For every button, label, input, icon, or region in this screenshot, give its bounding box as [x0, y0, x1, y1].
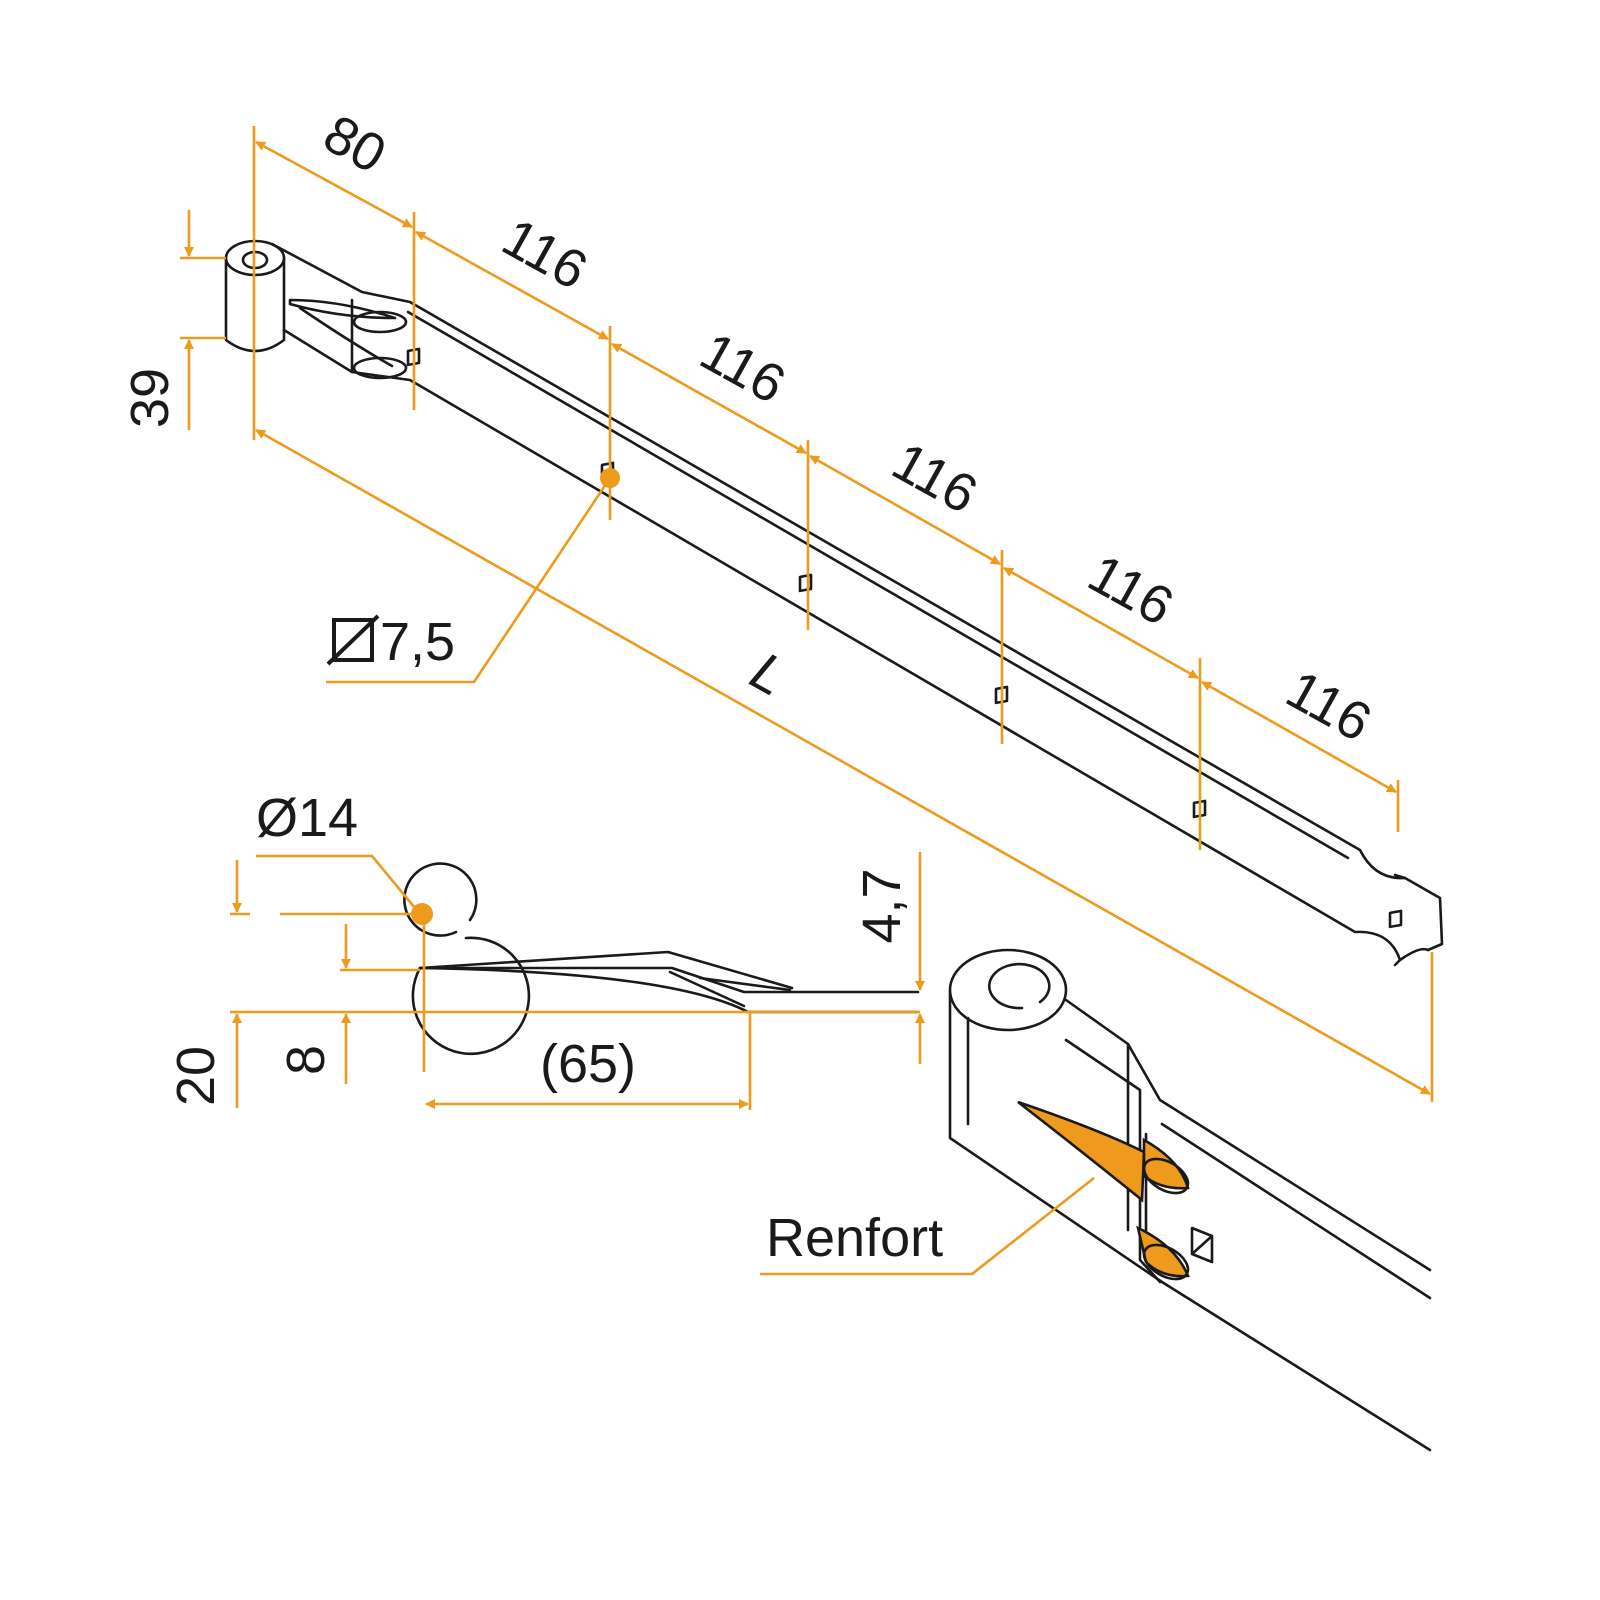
dim-line-length: [255, 428, 1431, 1096]
renfort-shape-main: [1017, 1100, 1146, 1203]
renfort-lobe-detail-b: [1142, 1243, 1190, 1281]
square-symbol-icon: [326, 614, 380, 666]
renfort-detail: Renfort: [760, 948, 1432, 1452]
renfort-leader: [760, 1176, 1095, 1276]
pivot-center-dot: [411, 903, 433, 925]
label-80: 80: [314, 103, 396, 185]
profile-curl-inner: [403, 862, 478, 937]
detail-square-hole: [1190, 1226, 1214, 1264]
renfort-rib-upper: [288, 298, 397, 320]
detail-barrel: [948, 990, 1432, 1452]
hole-6: [1388, 909, 1403, 929]
label-offset-47: 4,7: [852, 868, 912, 943]
renfort-lobe-detail-a: [1142, 1157, 1190, 1195]
renfort-shape-lower: [1136, 1225, 1190, 1278]
side-profile-dimensions: Ø14 4,7 20 8 (65): [166, 788, 925, 1110]
detail-barrel-side: [966, 998, 1432, 1272]
hole-3: [798, 573, 813, 593]
label-pivot-diameter: Ø14: [256, 788, 358, 848]
label-height-39: 39: [120, 368, 180, 428]
detail-strap-inner: [1160, 1122, 1432, 1300]
label-116-2: 116: [691, 321, 795, 415]
renfort-lobe-upper: [352, 310, 408, 334]
label-116-1: 116: [493, 207, 597, 301]
label-hole-size: 7,5: [380, 612, 455, 672]
top-dimensions: 80 116 116 116 116 116 L 39 7,5: [120, 103, 1434, 1102]
dim-line-80: [255, 140, 413, 229]
label-length: L: [741, 641, 796, 708]
renfort-rib-lower: [298, 306, 394, 368]
strap-hinge-perspective: [224, 239, 1444, 967]
profile-curl: [411, 936, 920, 1056]
label-height-8: 8: [276, 1045, 336, 1075]
detail-barrel-top: [948, 948, 1068, 1032]
strap-top-edge: [270, 242, 1444, 952]
label-height-20: 20: [166, 1046, 226, 1106]
profile-upper-curve: [418, 950, 794, 990]
dim-line-116-1: [415, 230, 609, 341]
label-116-3: 116: [883, 431, 987, 525]
label-depth-65: (65): [540, 1034, 636, 1094]
label-116-5: 116: [1277, 659, 1381, 753]
label-116-4: 116: [1079, 543, 1183, 637]
strap-inner-edge: [406, 310, 1350, 860]
side-profile: [403, 862, 920, 1056]
pivot-leader: [256, 854, 422, 915]
hole-leader-dot: [600, 468, 620, 488]
profile-lower-edge: [418, 966, 920, 1014]
label-renfort: Renfort: [766, 1208, 943, 1268]
hole-leader: [326, 477, 612, 684]
profile-renfort: [668, 970, 792, 1008]
strap-bottom-edge: [282, 328, 1430, 962]
detail-barrel-bore: [987, 962, 1051, 1010]
